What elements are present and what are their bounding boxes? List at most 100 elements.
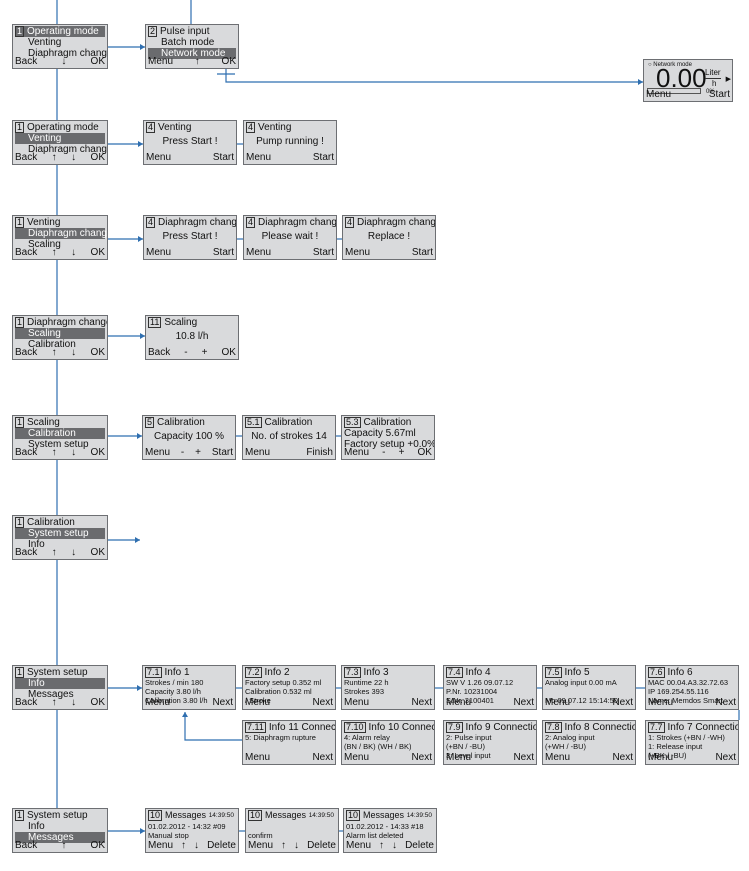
softkey-0[interactable]: Back	[15, 840, 38, 851]
softkey-1[interactable]: Next	[513, 752, 534, 763]
softkey-1[interactable]: Next	[612, 752, 633, 763]
softkey-0[interactable]: Menu	[344, 447, 370, 458]
softkey-2[interactable]: +	[398, 447, 405, 458]
softkey-0[interactable]: Back	[15, 247, 38, 258]
softkey-0[interactable]: Menu	[648, 697, 674, 708]
softkey-1[interactable]: ↑	[181, 840, 187, 851]
softkey-2[interactable]: ↓	[194, 840, 200, 851]
menu-item[interactable]: Messages	[15, 832, 105, 843]
menu-item[interactable]: System setup	[15, 439, 105, 450]
softkey-1[interactable]: ↑	[194, 56, 200, 67]
softkey-2[interactable]: ↓	[71, 347, 77, 358]
softkey-0[interactable]: Back	[15, 697, 38, 708]
softkey-3[interactable]: OK	[90, 347, 105, 358]
menu-item[interactable]: Info	[15, 821, 105, 832]
softkey-0[interactable]: Menu	[344, 697, 370, 708]
softkey-1[interactable]: Start	[708, 89, 730, 100]
softkey-3[interactable]: OK	[90, 247, 105, 258]
softkey-0[interactable]: Menu	[145, 697, 171, 708]
menu-item[interactable]: Venting	[15, 37, 105, 48]
softkey-1[interactable]: ↑	[51, 697, 57, 708]
softkey-2[interactable]: ↓	[71, 547, 77, 558]
softkey-0[interactable]: Menu	[148, 56, 174, 67]
softkey-0[interactable]: Menu	[446, 697, 472, 708]
softkey-1[interactable]: Next	[212, 697, 233, 708]
softkey-2[interactable]: +	[201, 347, 208, 358]
softkey-2[interactable]: ↓	[71, 447, 77, 458]
softkey-0[interactable]: Menu	[344, 752, 370, 763]
softkey-2[interactable]: ↓	[294, 840, 300, 851]
menu-item[interactable]: Scaling	[15, 239, 105, 250]
softkey-2[interactable]: ↓	[71, 247, 77, 258]
softkey-0[interactable]: Menu	[245, 447, 271, 458]
softkey-0[interactable]: Back	[15, 547, 38, 558]
softkey-2[interactable]: OK	[90, 56, 105, 67]
menu-item[interactable]: Messages	[15, 689, 105, 700]
menu-item[interactable]: Info	[15, 678, 105, 689]
softkey-3[interactable]: Start	[211, 447, 233, 458]
softkey-0[interactable]: Back	[15, 56, 38, 67]
softkey-1[interactable]: Next	[513, 697, 534, 708]
menu-item[interactable]: Diaphragm change	[15, 228, 107, 239]
softkey-1[interactable]: Next	[411, 697, 432, 708]
softkey-2[interactable]: OK	[221, 56, 236, 67]
softkey-1[interactable]: -	[184, 347, 188, 358]
softkey-0[interactable]: Menu	[146, 247, 172, 258]
softkey-1[interactable]: ↑	[51, 347, 57, 358]
softkey-1[interactable]: Start	[312, 247, 334, 258]
softkey-1[interactable]: ↑	[281, 840, 287, 851]
softkey-3[interactable]: OK	[90, 547, 105, 558]
menu-item[interactable]: Scaling	[15, 328, 105, 339]
softkey-2[interactable]: ↓	[71, 697, 77, 708]
softkey-1[interactable]: ↑	[51, 447, 57, 458]
softkey-3[interactable]: OK	[90, 697, 105, 708]
softkey-0[interactable]: Menu	[145, 447, 171, 458]
softkey-1[interactable]: Next	[312, 697, 333, 708]
softkey-0[interactable]: Back	[15, 152, 38, 163]
softkey-2[interactable]: OK	[90, 840, 105, 851]
softkey-3[interactable]: Delete	[307, 840, 336, 851]
softkey-1[interactable]: Next	[715, 697, 736, 708]
softkey-1[interactable]: Start	[212, 247, 234, 258]
softkey-0[interactable]: Menu	[545, 752, 571, 763]
softkey-1[interactable]: ↑	[51, 247, 57, 258]
softkey-1[interactable]: ↓	[61, 56, 67, 67]
menu-item[interactable]: Network mode	[148, 48, 236, 59]
menu-item[interactable]: System setup	[15, 528, 105, 539]
softkey-3[interactable]: OK	[417, 447, 432, 458]
softkey-0[interactable]: Menu	[346, 840, 372, 851]
menu-item[interactable]: Calibration	[15, 428, 105, 439]
softkey-0[interactable]: Menu	[446, 752, 472, 763]
menu-item[interactable]: Calibration	[15, 339, 105, 350]
softkey-0[interactable]: Menu	[545, 697, 571, 708]
softkey-0[interactable]: Menu	[148, 840, 174, 851]
menu-item[interactable]: Diaphragm change	[15, 144, 107, 155]
softkey-2[interactable]: +	[195, 447, 201, 458]
softkey-1[interactable]: Next	[411, 752, 432, 763]
softkey-1[interactable]: Start	[212, 152, 234, 163]
softkey-1[interactable]: Next	[715, 752, 736, 763]
softkey-0[interactable]: Menu	[246, 152, 272, 163]
softkey-2[interactable]: ↓	[392, 840, 398, 851]
softkey-0[interactable]: Menu	[646, 89, 672, 100]
softkey-0[interactable]: Back	[15, 447, 38, 458]
softkey-3[interactable]: OK	[90, 152, 105, 163]
softkey-0[interactable]: Menu	[146, 152, 172, 163]
softkey-1[interactable]: ↑	[51, 152, 57, 163]
softkey-1[interactable]: Start	[411, 247, 433, 258]
softkey-1[interactable]: Finish	[306, 447, 333, 458]
menu-item[interactable]: Batch mode	[148, 37, 236, 48]
menu-item[interactable]: Venting	[15, 133, 105, 144]
softkey-0[interactable]: Menu	[245, 697, 271, 708]
softkey-3[interactable]: Delete	[405, 840, 434, 851]
softkey-1[interactable]: ↑	[379, 840, 385, 851]
softkey-2[interactable]: ↓	[71, 152, 77, 163]
